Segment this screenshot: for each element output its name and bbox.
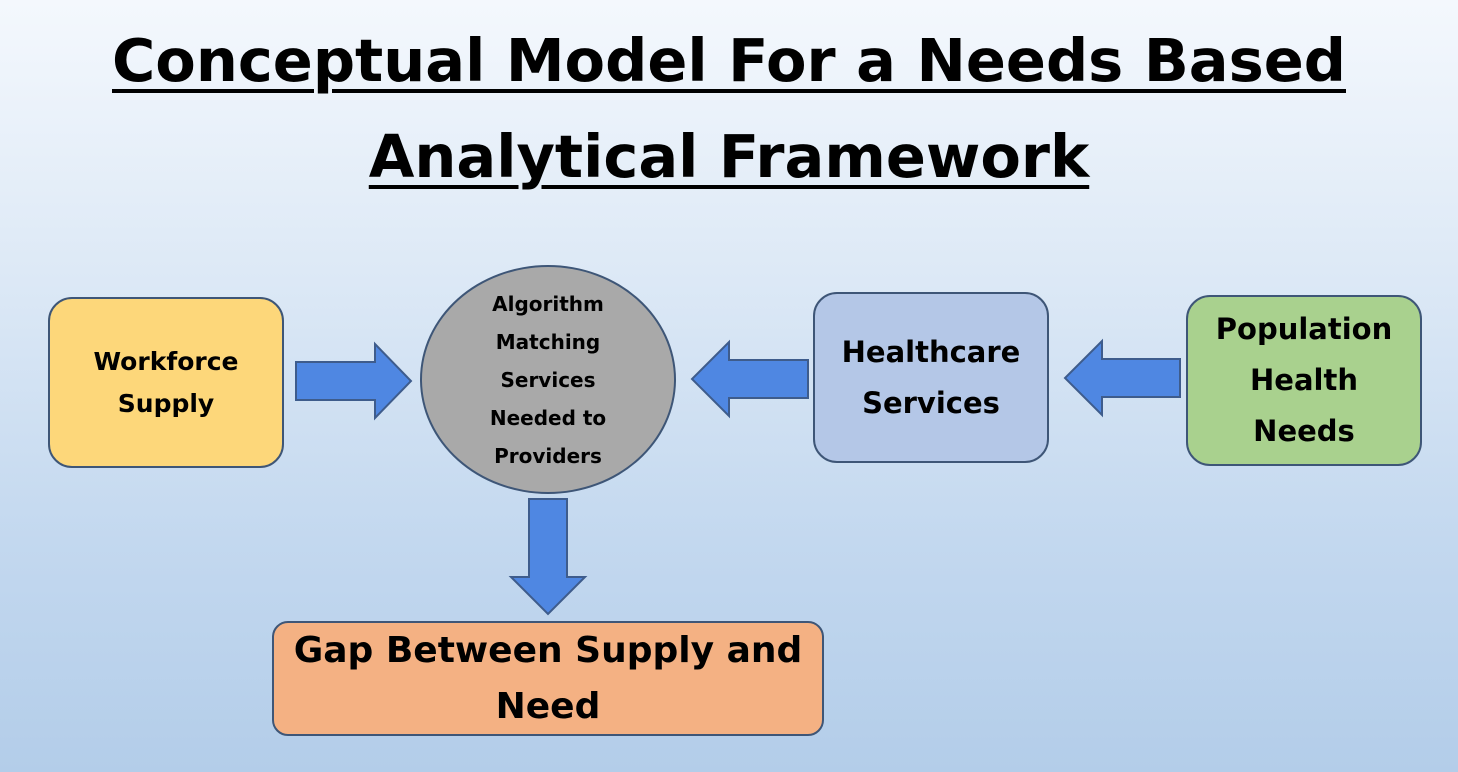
healthcare-services-label-line-2: Services	[862, 385, 1000, 420]
healthcare-services-box: Healthcare Services	[813, 292, 1049, 463]
algorithm-label-line-2: Matching	[495, 329, 601, 354]
population-health-needs-label-line-1: Population	[1215, 312, 1393, 346]
gap-between-supply-and-need-box: Gap Between Supply and Need	[272, 621, 824, 736]
diagram-title-line-1: Conceptual Model For a Needs Based	[112, 26, 1346, 95]
algorithm-label-line-5: Providers	[494, 443, 602, 468]
workforce-supply-box: Workforce Supply	[48, 297, 284, 468]
healthcare-services-label-line-1: Healthcare	[841, 334, 1021, 369]
algorithm-label-line-3: Services	[500, 367, 596, 392]
gap-label-line-2: Need	[495, 685, 601, 727]
population-health-needs-box: Population Health Needs	[1186, 295, 1422, 466]
algorithm-matching-node: Algorithm Matching Services Needed to Pr…	[420, 265, 676, 494]
diagram-title-line-2: Analytical Framework	[368, 122, 1090, 191]
workforce-supply-label-line-1: Workforce	[93, 346, 239, 376]
workforce-supply-label-line-2: Supply	[117, 388, 215, 418]
algorithm-label-line-1: Algorithm	[492, 291, 604, 316]
population-health-needs-label-line-3: Needs	[1253, 414, 1355, 448]
algorithm-label-line-4: Needed to	[489, 405, 607, 430]
population-health-needs-label-line-2: Health	[1250, 363, 1358, 397]
gap-label-line-1: Gap Between Supply and	[293, 629, 803, 671]
arrow-population-to-healthcare	[1063, 338, 1181, 418]
arrow-workforce-to-algorithm	[295, 341, 413, 421]
arrow-algorithm-to-gap	[508, 498, 588, 616]
arrow-healthcare-to-algorithm	[690, 339, 809, 419]
